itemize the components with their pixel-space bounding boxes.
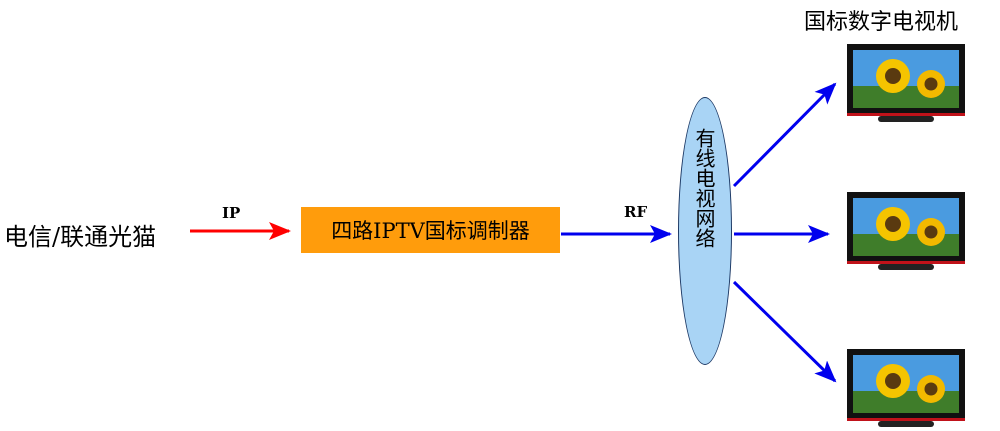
tv-icon: [847, 349, 965, 429]
sunflower-screen-image: [853, 198, 959, 256]
tv-group-title: 国标数字电视机: [804, 10, 959, 35]
ip-link-label: IP: [222, 204, 241, 222]
tv-stand: [878, 116, 934, 122]
sunflower-screen-image: [853, 355, 959, 413]
tv-stand: [878, 421, 934, 427]
tv-bezel: [847, 192, 965, 264]
rf-link-label: RF: [624, 203, 648, 221]
tv-stand: [878, 264, 934, 270]
network-to-tv-3-arrow: [732, 280, 837, 383]
modulator-label: 四路IPTV国标调制器: [331, 219, 530, 243]
sunflower-screen-image: [853, 50, 959, 108]
source-label: 电信/联通光猫: [4, 223, 157, 251]
tv-bezel: [847, 44, 965, 116]
network-ellipse: [678, 97, 732, 365]
tv-bezel: [847, 349, 965, 421]
tv-icon: [847, 192, 965, 272]
modulator-box: 四路IPTV国标调制器: [301, 207, 560, 253]
network-label: 有线电视网络: [692, 128, 716, 248]
network-to-tv-1-arrow: [732, 82, 837, 188]
tv-icon: [847, 44, 965, 124]
